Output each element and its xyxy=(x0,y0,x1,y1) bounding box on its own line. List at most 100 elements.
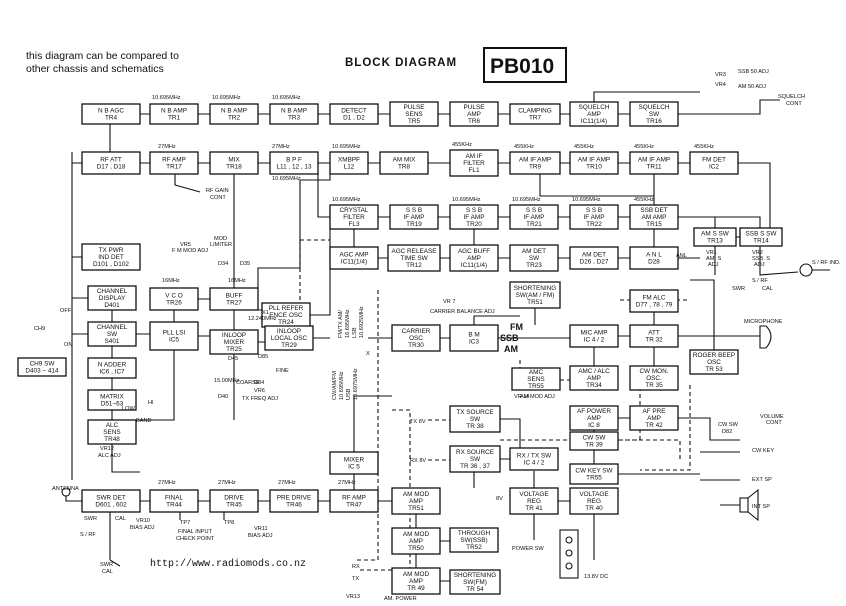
block-nb-amp1-l1: N B AMP xyxy=(161,108,187,115)
block-ssb-if-amp20-frame xyxy=(449,204,499,230)
block-fm-det-l1: FM DET xyxy=(702,157,726,164)
block-rx-source-sw-l3: TR 36 , 37 xyxy=(460,463,490,470)
label-fine: FINE xyxy=(276,368,289,374)
block-ssb-if-amp22-l1: S S B xyxy=(586,207,602,214)
label-anl-lbl: ANL xyxy=(676,253,687,259)
block-channel-sw-l3: S401 xyxy=(105,338,120,345)
block-drive-l2: TR45 xyxy=(226,502,242,509)
block-ssb-if-amp21-l1: S S B xyxy=(526,207,542,214)
label-tx: TX xyxy=(352,576,359,582)
block-nb-amp2-l1: N B AMP xyxy=(221,108,247,115)
block-mix-l2: TR18 xyxy=(226,164,242,171)
label-swr2: SWR xyxy=(84,516,97,522)
label-bias1: BIAS ADJ xyxy=(130,525,155,531)
block-agc-amp-l2: IC11(1/4) xyxy=(341,259,367,266)
block-nb-amp1-l2: TR1 xyxy=(168,115,181,122)
vlabel-v7: USB xyxy=(346,388,352,400)
block-shortening-sw51-l1: SHORTENING xyxy=(514,285,557,292)
label-final-input2: CHECK POINT xyxy=(176,536,215,542)
block-amc-sens-l2: SENS xyxy=(527,376,544,383)
block-rf-att-l2: D17 , D18 xyxy=(97,164,126,171)
block-ssb-if-amp21-l3: TR21 xyxy=(526,221,542,228)
label-s-rf2: S / RF xyxy=(80,532,96,538)
block-rf-amp-frame xyxy=(149,151,199,175)
block-ssb-s-sw-l1: SSB S SW xyxy=(746,231,778,238)
label-volume1: VOLUME xyxy=(760,414,784,420)
label-tp8: TP8 xyxy=(224,520,234,526)
label-rx-8v: RX 8V xyxy=(410,458,426,464)
block-am-mod-amp49-frame xyxy=(391,567,441,595)
block-tx-source-sw-l1: TX SOURCE xyxy=(456,409,493,416)
block-bm-l2: IC3 xyxy=(469,339,479,346)
label-f-6: 10.695MHz xyxy=(272,176,301,182)
block-bpf-l1: B P F xyxy=(286,157,302,164)
block-rf-amp47-frame xyxy=(329,489,379,513)
block-ssb-if-amp22-frame xyxy=(569,204,619,230)
block-mix-frame xyxy=(209,151,259,175)
block-vco-frame xyxy=(149,287,199,311)
block-nb-amp3-frame xyxy=(269,103,319,125)
block-nb-amp1-frame xyxy=(149,103,199,125)
block-pulse-amp-l3: TR6 xyxy=(468,118,481,125)
block-pll-lsi-l2: IC5 xyxy=(169,337,179,344)
block-xmbpf-l2: L12 xyxy=(344,164,355,171)
block-nb-agc-l1: N B AGC xyxy=(98,108,124,115)
label-bias2: BIAS ADJ xyxy=(248,533,273,539)
block-voltage-reg41-l3: TR 41 xyxy=(525,505,543,512)
block-n-adder-l1: N ADDER xyxy=(98,362,127,369)
label-s-rf-ind: S / RF IND. xyxy=(812,260,841,266)
label-f-18: 16MHz xyxy=(162,278,180,284)
label-vr4: VR4 xyxy=(715,82,726,88)
vlabel-v2: 16.695MHz xyxy=(345,309,351,338)
block-cw-mon-osc: CW MON.OSC.TR 35 xyxy=(629,365,679,391)
label-f-16: 10.695MHz xyxy=(572,197,601,203)
block-pll-ref-l3: TR24 xyxy=(278,319,294,326)
block-squelch-amp-l2: AMP xyxy=(587,111,601,118)
label-tp7: TP7 xyxy=(180,520,190,526)
block-rx-tx-sw-l2: IC 4 / 2 xyxy=(524,460,545,467)
label-ssb-s: SSB. S xyxy=(752,256,770,262)
block-carrier-osc-l2: OSC xyxy=(409,335,423,342)
block-rf-amp47-l1: RF AMP xyxy=(342,495,366,502)
block-roger-beep-l3: TR 53 xyxy=(705,366,723,373)
block-crystal-filter-l3: FL3 xyxy=(348,221,359,228)
block-mixer-l1: MIXER xyxy=(344,457,365,464)
block-pll-ref-l2: ENCE OSC xyxy=(269,312,303,319)
block-bm-l1: B M xyxy=(468,332,479,339)
label-cal2: CAL xyxy=(115,516,126,522)
block-am-mod-amp50-l2: AMP xyxy=(409,538,423,545)
label-rf-gain2: CONT xyxy=(210,195,226,201)
block-voltage-reg40-frame xyxy=(569,487,619,515)
block-anl-l1: A N L xyxy=(646,252,662,259)
block-carrier-osc-l3: TR30 xyxy=(408,342,424,349)
block-af-pre-amp-l2: AMP xyxy=(647,415,661,422)
label-s-rf: S / RF xyxy=(752,278,768,284)
block-cw-key-sw-frame xyxy=(569,463,619,485)
block-af-power-amp-l2: AMP xyxy=(587,415,601,422)
block-rf-amp47-l2: TR47 xyxy=(346,502,362,509)
block-am-if-amp11-l2: TR11 xyxy=(646,164,662,171)
block-tx-pwr-ind-l2: IND DET xyxy=(98,254,124,261)
block-alc-sens-l2: SENS xyxy=(103,429,120,436)
block-am-mod-amp51-l1: AM MOD xyxy=(403,491,430,498)
block-ssb-if-amp19-l2: IF AMP xyxy=(404,214,425,221)
